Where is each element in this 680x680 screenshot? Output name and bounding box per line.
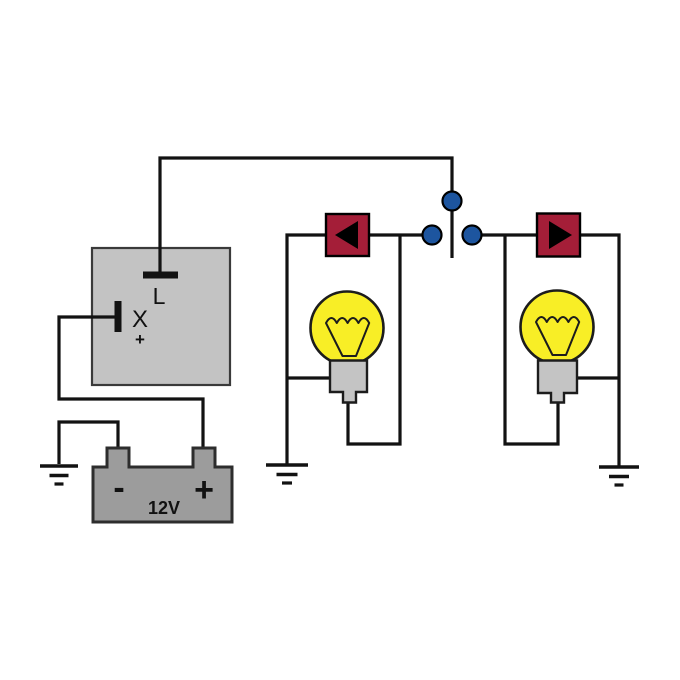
battery-voltage-label: 12V xyxy=(148,498,180,518)
terminal-l-label: L xyxy=(153,283,166,309)
battery-body xyxy=(91,446,234,524)
battery-negative-label: - xyxy=(113,469,124,507)
terminal-x-polarity-label: + xyxy=(135,330,145,349)
wire-left-bulb-return xyxy=(346,235,402,446)
wire-left-branch xyxy=(285,233,432,464)
switch-right-contact-icon xyxy=(461,224,483,246)
switch-pole-contact-icon xyxy=(441,190,463,212)
left-arrow-icon xyxy=(335,221,358,249)
switch-left-contact-icon xyxy=(421,224,443,246)
ground-symbol-left-lamp xyxy=(266,463,308,485)
left-bulb-filament-icon xyxy=(325,317,371,357)
right-arrow-icon xyxy=(549,221,572,249)
right-bulb-socket xyxy=(536,359,579,404)
battery-positive-label: + xyxy=(194,471,214,509)
wire-right-bulb-return xyxy=(503,235,560,446)
wire-right-branch xyxy=(472,233,621,466)
left-bulb-socket xyxy=(328,359,369,404)
turn-signal-switch xyxy=(421,190,483,246)
right-indicator xyxy=(535,212,582,258)
terminal-x-label: X xyxy=(132,306,148,333)
relay-terminals: L X + xyxy=(114,271,178,349)
ground-symbol-right-lamp xyxy=(599,465,639,487)
left-indicator xyxy=(324,212,371,258)
right-lamp xyxy=(519,289,595,404)
wire-battery-negative-to-ground xyxy=(57,420,120,464)
ground-symbol-battery xyxy=(40,464,78,486)
left-lamp xyxy=(309,290,385,404)
battery-12v: - + 12V xyxy=(91,446,234,524)
wire-relay-x-to-battery-positive xyxy=(57,315,205,450)
right-bulb-filament-icon xyxy=(535,316,581,356)
